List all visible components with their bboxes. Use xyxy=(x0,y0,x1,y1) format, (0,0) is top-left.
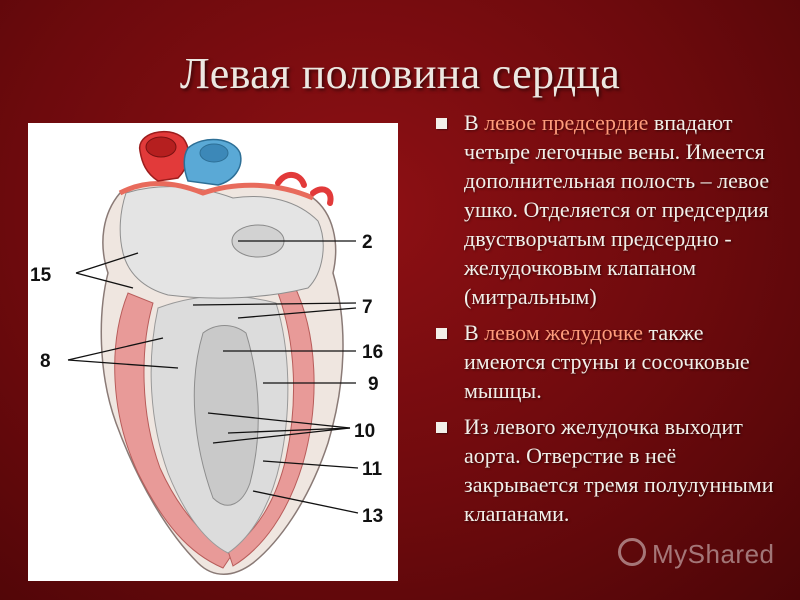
highlight-term: левом желудочке xyxy=(484,320,644,345)
left-atrium xyxy=(119,186,324,299)
bullet-item: В левом желудочке также имеются струны и… xyxy=(432,318,782,405)
label-2: 2 xyxy=(362,232,373,253)
atrium-rim xyxy=(118,181,314,201)
bullet-list: В левое предсердие впадают четыре легочн… xyxy=(432,108,782,535)
heart-diagram: 2 15 7 8 16 9 10 11 13 xyxy=(28,123,398,581)
watermark-text: MyShared xyxy=(652,539,775,569)
bullet-text: В левое предсердие впадают четыре легочн… xyxy=(464,110,770,309)
label-9: 9 xyxy=(368,374,379,395)
square-bullet-icon xyxy=(436,422,447,433)
pulmonary-lumen xyxy=(199,143,229,163)
right-wall xyxy=(227,282,315,567)
watermark-logo-icon xyxy=(618,538,646,566)
watermark: MyShared xyxy=(618,538,775,570)
label-8: 8 xyxy=(40,351,51,372)
leader-lines xyxy=(67,240,359,514)
label-15: 15 xyxy=(30,265,52,286)
small-veins xyxy=(275,172,334,206)
square-bullet-icon xyxy=(436,328,447,339)
aorta-lumen xyxy=(145,136,177,158)
bullet-item: Из левого желудочка выходит аорта. Отвер… xyxy=(432,412,782,528)
label-13: 13 xyxy=(362,506,383,527)
square-bullet-icon xyxy=(436,118,447,129)
label-11: 11 xyxy=(362,459,383,480)
highlight-term: левое предсердие xyxy=(484,110,649,135)
slide-title: Левая половина сердца xyxy=(179,49,621,98)
label-16: 16 xyxy=(362,342,383,363)
label-7: 7 xyxy=(362,297,373,318)
left-wall xyxy=(114,292,234,569)
bullet-text: Из левого желудочка выходит аорта. Отвер… xyxy=(464,414,774,526)
bullet-text: В левом желудочке также имеются струны и… xyxy=(464,320,750,403)
label-10: 10 xyxy=(354,421,375,442)
bullet-item: В левое предсердие впадают четыре легочн… xyxy=(432,108,782,311)
